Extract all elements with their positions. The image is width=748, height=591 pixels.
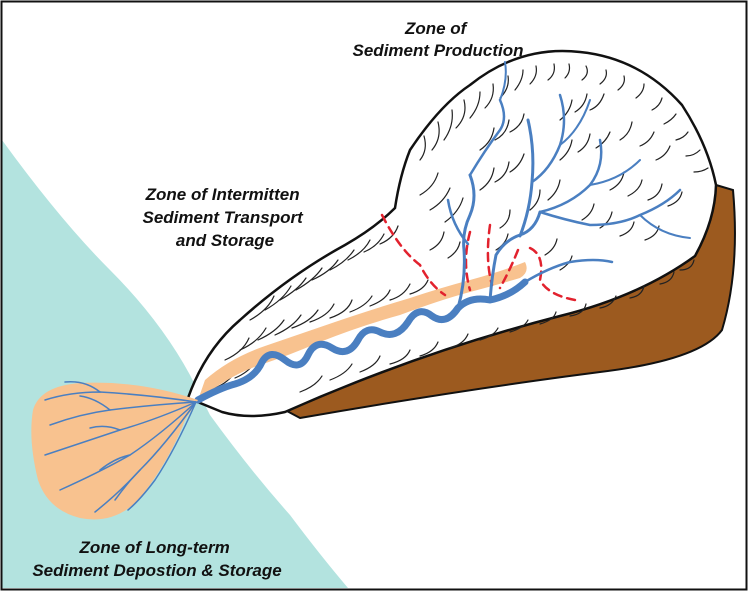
label-transport-line3: and Storage	[176, 231, 274, 250]
label-transport-line2: Sediment Transport	[142, 208, 304, 227]
label-deposition-line2: Sediment Depostion & Storage	[32, 561, 281, 580]
label-production: Zone of Sediment Production	[353, 19, 524, 60]
label-production-line1: Zone of	[404, 19, 469, 38]
label-transport: Zone of Intermitten Sediment Transport a…	[142, 185, 307, 250]
label-production-line2: Sediment Production	[353, 41, 524, 60]
label-transport-line1: Zone of Intermitten	[145, 185, 300, 204]
label-deposition-line1: Zone of Long-term	[79, 538, 230, 557]
